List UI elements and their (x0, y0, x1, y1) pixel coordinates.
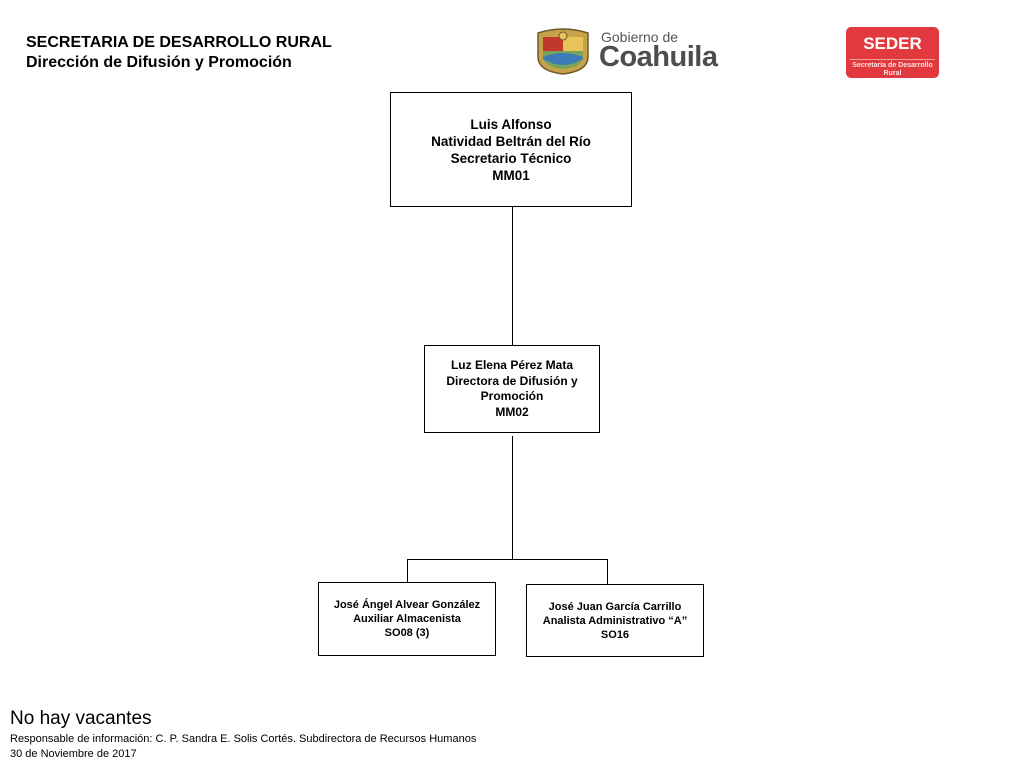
coahuila-label: Coahuila (599, 41, 718, 73)
box-role-line2: Promoción (480, 389, 544, 403)
seder-divider (850, 59, 935, 60)
box-name: José Ángel Alvear González (333, 599, 481, 611)
connector-branch-left (407, 559, 408, 582)
connector-branch-horizontal (407, 559, 608, 560)
connector-branch-right (607, 559, 608, 584)
box-role: Auxiliar Almacenista (353, 613, 461, 625)
gobierno-label: Gobierno de (601, 29, 679, 45)
seder-subtitle: Secretaría de Desarrollo Rural (852, 62, 933, 77)
org-box-directora: Luz Elena Pérez Mata Directora de Difusi… (424, 345, 600, 433)
box-code: SO08 (3) (384, 627, 430, 639)
date-note: 30 de Noviembre de 2017 (10, 748, 137, 760)
org-box-analista-administrativo: José Juan García Carrillo Analista Admin… (526, 584, 704, 657)
box-name: Luz Elena Pérez Mata (450, 358, 574, 372)
org-box-secretario-tecnico: Luis Alfonso Natividad Beltrán del Río S… (390, 92, 632, 207)
box-role: Secretario Técnico (450, 151, 572, 166)
box-name-line2: Natividad Beltrán del Río (431, 134, 591, 149)
connector-mid-branch (512, 436, 513, 559)
coat-of-arms-icon (537, 28, 589, 75)
org-box-auxiliar-almacenista: José Ángel Alvear González Auxiliar Alma… (318, 582, 496, 656)
box-role: Analista Administrativo “A” (542, 614, 688, 627)
box-role-line1: Directora de Difusión y (446, 373, 578, 388)
box-name: José Juan García Carrillo (548, 600, 682, 613)
responsible-note: Responsable de información: C. P. Sandra… (10, 733, 477, 745)
box-name-line1: Luis Alfonso (470, 117, 552, 132)
connector-top-mid (512, 207, 513, 345)
seder-name: SEDER (863, 34, 922, 53)
page-title: SECRETARIA DE DESARROLLO RURAL (26, 34, 332, 51)
page-subtitle: Dirección de Difusión y Promoción (26, 54, 292, 71)
box-code: MM02 (495, 404, 529, 419)
vacancies-note: No hay vacantes (10, 708, 152, 729)
seder-logo: SEDER Secretaría de Desarrollo Rural (846, 27, 939, 78)
box-code: SO16 (600, 628, 630, 641)
gobierno-coahuila-logo: Gobierno de Coahuila (531, 25, 741, 77)
box-code: MM01 (492, 168, 530, 183)
